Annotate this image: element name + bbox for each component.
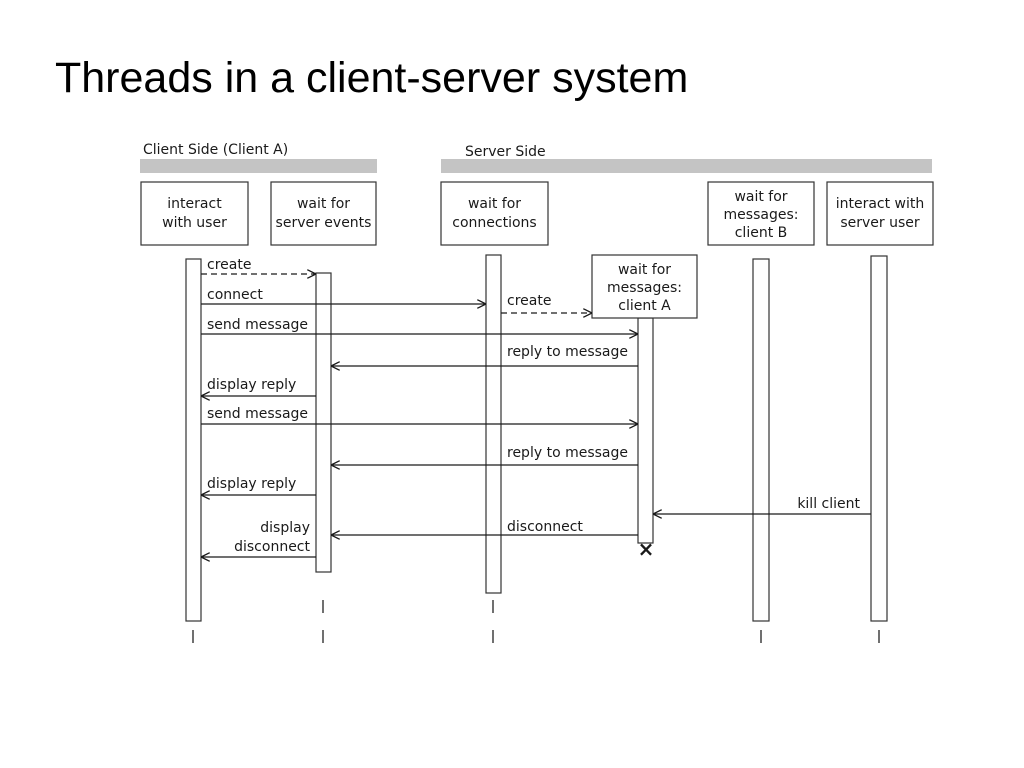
activation-bar-wait-for-messages-client-b bbox=[752, 258, 770, 622]
message-display-reply-1: display reply bbox=[201, 377, 316, 396]
client-side-label: Client Side (Client A) bbox=[143, 142, 288, 158]
message-label: create bbox=[507, 293, 551, 309]
client-side-section: Client Side (Client A) bbox=[140, 142, 377, 173]
thread-label-line: wait for bbox=[734, 189, 787, 205]
thread-label-line: wait for bbox=[618, 262, 671, 278]
thread-label-line: interact with bbox=[836, 196, 925, 212]
thread-label-line: client B bbox=[735, 225, 788, 241]
message-display-reply-2: display reply bbox=[201, 476, 316, 495]
message-label-line: display bbox=[260, 520, 310, 536]
message-label: kill client bbox=[797, 496, 860, 512]
server-side-section: Server Side bbox=[441, 144, 932, 173]
message-display-disconnect: display disconnect bbox=[201, 520, 316, 557]
thread-wait-for-server-events: wait for server events bbox=[270, 181, 377, 246]
thread-interact-with-user: interact with user bbox=[140, 181, 249, 246]
slide-title: Threads in a client-server system bbox=[55, 54, 689, 102]
lifeline-continuations bbox=[192, 600, 880, 643]
activation-bar-interact-with-user bbox=[185, 258, 202, 622]
activation-bar-wait-for-messages-client-a bbox=[637, 317, 654, 544]
message-kill-client: kill client bbox=[653, 496, 871, 514]
message-label: send message bbox=[207, 406, 308, 422]
message-connect: connect bbox=[201, 287, 486, 304]
message-label: send message bbox=[207, 317, 308, 333]
thread-wait-for-messages-client-b: wait for messages: client B bbox=[707, 181, 815, 246]
server-side-bar bbox=[441, 159, 932, 173]
thread-wait-for-connections: wait for connections bbox=[440, 181, 549, 246]
thread-label-line: with user bbox=[162, 215, 227, 231]
thread-box bbox=[270, 181, 377, 246]
client-side-bar bbox=[140, 159, 377, 173]
thread-label-line: server events bbox=[276, 215, 372, 231]
thread-box bbox=[440, 181, 549, 246]
thread-label-line: client A bbox=[618, 298, 671, 314]
message-send-message-2: send message bbox=[201, 406, 638, 424]
message-send-message-1: send message bbox=[201, 317, 638, 334]
message-reply-1: reply to message bbox=[331, 344, 638, 366]
thread-wait-for-messages-client-a: wait for messages: client A bbox=[591, 254, 698, 319]
message-label-line: disconnect bbox=[234, 539, 310, 555]
message-label: create bbox=[207, 257, 251, 273]
thread-label-line: interact bbox=[167, 196, 222, 212]
message-label: connect bbox=[207, 287, 263, 303]
message-label: reply to message bbox=[507, 344, 628, 360]
message-label: reply to message bbox=[507, 445, 628, 461]
thread-label-line: messages: bbox=[607, 280, 682, 296]
activation-bar-wait-for-server-events bbox=[315, 272, 332, 573]
thread-interact-with-server-user: interact with server user bbox=[826, 181, 934, 246]
message-create-2: create bbox=[501, 293, 592, 313]
thread-label-line: wait for bbox=[297, 196, 350, 212]
server-side-label: Server Side bbox=[465, 144, 546, 160]
message-disconnect: disconnect bbox=[331, 519, 638, 535]
thread-box bbox=[707, 181, 815, 246]
thread-box bbox=[140, 181, 249, 246]
thread-label-line: messages: bbox=[724, 207, 799, 223]
message-reply-2: reply to message bbox=[331, 445, 638, 465]
message-label: display reply bbox=[207, 377, 296, 393]
message-create-1: create bbox=[201, 257, 316, 274]
activation-bar-interact-with-server-user bbox=[870, 255, 888, 622]
message-label: disconnect bbox=[507, 519, 583, 535]
thread-box bbox=[826, 181, 934, 246]
thread-box bbox=[591, 254, 698, 319]
thread-label-line: connections bbox=[452, 215, 536, 231]
thread-label-line: wait for bbox=[468, 196, 521, 212]
thread-label-line: server user bbox=[840, 215, 920, 231]
message-label: display reply bbox=[207, 476, 296, 492]
terminate-icon: × bbox=[638, 537, 655, 561]
